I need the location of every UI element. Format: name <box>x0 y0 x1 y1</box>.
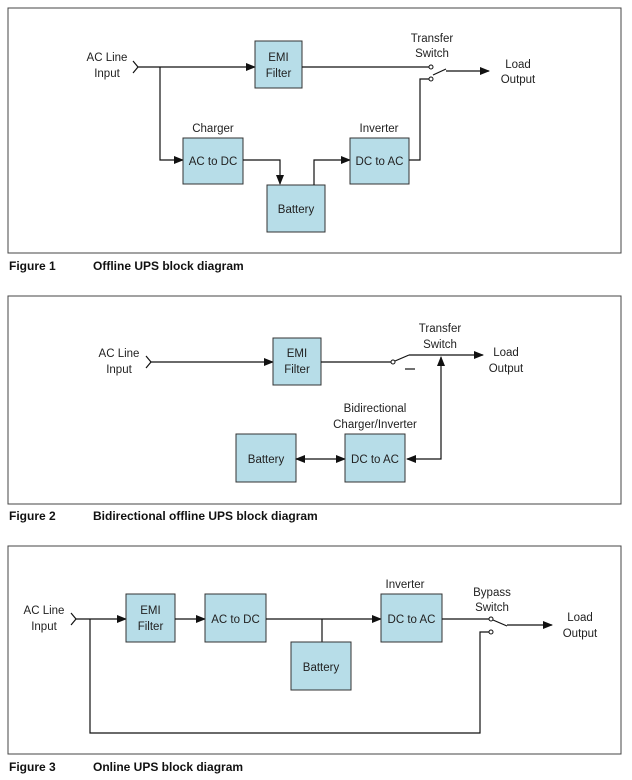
fig2-emi-label: EMI <box>287 348 307 360</box>
fig2-switch-label: Switch <box>423 339 457 351</box>
figure-3-online-ups: AC Line Input EMI Filter AC to DC Batter… <box>7 545 622 774</box>
figure-2-frame <box>7 295 622 505</box>
fig3-dc-to-ac-label: DC to AC <box>388 614 436 626</box>
fig2-caption-number: Figure 2 <box>9 509 56 523</box>
fig3-emi-label: EMI <box>140 605 160 617</box>
fig1-switch-blade <box>432 68 447 76</box>
fig3-bypass-path-line <box>89 619 489 734</box>
fig1-emi-filter-block <box>254 40 303 89</box>
fig3-ac-to-dc-label: AC to DC <box>211 614 260 626</box>
fig1-inverter-to-switch-line <box>409 78 429 161</box>
fig2-charger-inverter-label: Charger/Inverter <box>333 419 417 431</box>
fig1-caption-title: Offline UPS block diagram <box>93 259 244 273</box>
fig1-transfer-label: Transfer <box>411 33 454 45</box>
fig3-load-label: Load <box>567 612 593 624</box>
fig3-switch-contact-top <box>488 616 494 622</box>
fig1-dc-to-ac-label: DC to AC <box>356 156 404 168</box>
fig2-bidirectional-label: Bidirectional <box>344 403 407 415</box>
fig2-output-label: Output <box>489 363 524 375</box>
fig3-switch-label: Switch <box>475 602 509 614</box>
fig2-dc-to-ac-block <box>344 433 406 483</box>
fig2-caption-title: Bidirectional offline UPS block diagram <box>93 509 318 523</box>
fig1-inverter-label: Inverter <box>360 123 399 135</box>
fig1-output-label: Output <box>501 74 536 86</box>
fig3-dc-to-ac-block <box>380 593 443 643</box>
fig3-caption-title: Online UPS block diagram <box>93 760 243 774</box>
fig3-ac-line-label: AC Line <box>24 605 65 617</box>
fig1-ac-line-label: AC Line <box>87 52 128 64</box>
fig2-emi-filter-block <box>272 337 322 386</box>
fig3-battery-label: Battery <box>303 662 340 674</box>
fig1-input-to-charger-arrow <box>159 67 184 164</box>
fig1-input-label: Input <box>94 68 120 80</box>
fig2-ac-line-label: AC Line <box>99 348 140 360</box>
fig2-load-label: Load <box>493 347 519 359</box>
fig1-battery-to-inverter-arrow <box>313 156 351 185</box>
fig1-load-label: Load <box>505 59 531 71</box>
fig3-emi-filter-block <box>125 593 176 643</box>
fig1-charger-label: Charger <box>192 123 234 135</box>
fig1-battery-block <box>266 184 326 233</box>
fig3-caption-number: Figure 3 <box>9 760 56 774</box>
fig2-input-label: Input <box>106 364 132 376</box>
fig1-switch-contact-bottom <box>428 76 434 82</box>
fig3-battery-block <box>290 641 352 691</box>
fig2-filter-label: Filter <box>284 364 310 376</box>
fig3-filter-label: Filter <box>138 621 164 633</box>
fig2-battery-label: Battery <box>248 454 285 466</box>
fig1-switch-label: Switch <box>415 48 449 60</box>
fig2-dc-to-ac-label: DC to AC <box>351 454 399 466</box>
fig3-bypass-label: Bypass <box>473 587 511 599</box>
fig1-dc-to-ac-block <box>349 137 410 185</box>
fig3-output-label: Output <box>563 628 598 640</box>
fig3-inverter-label: Inverter <box>386 579 425 591</box>
fig3-switch-blade <box>492 619 508 627</box>
fig1-ac-to-dc-block <box>182 137 244 185</box>
fig1-filter-label: Filter <box>266 68 292 80</box>
fig1-charger-to-battery-arrow <box>243 159 284 185</box>
fig1-switch-contact-top <box>428 64 434 70</box>
fig3-switch-contact-bottom <box>488 629 494 635</box>
fig2-inverter-switch-bidirectional-arrow <box>406 356 445 463</box>
fig2-switch-contact-top <box>390 359 396 365</box>
figure-2-bidirectional-offline-ups: AC Line Input EMI Filter Transfer Switch… <box>7 295 622 523</box>
fig3-input-label: Input <box>31 621 57 633</box>
fig1-battery-label: Battery <box>278 204 315 216</box>
fig3-ac-to-dc-block <box>204 593 267 643</box>
fig1-caption-number: Figure 1 <box>9 259 56 273</box>
fig1-ac-to-dc-label: AC to DC <box>189 156 238 168</box>
fig2-transfer-label: Transfer <box>419 323 462 335</box>
fig1-emi-label: EMI <box>268 52 288 64</box>
figure-1-offline-ups: AC Line Input EMI Filter Transfer Switch… <box>7 7 622 273</box>
fig2-battery-block <box>235 433 297 483</box>
